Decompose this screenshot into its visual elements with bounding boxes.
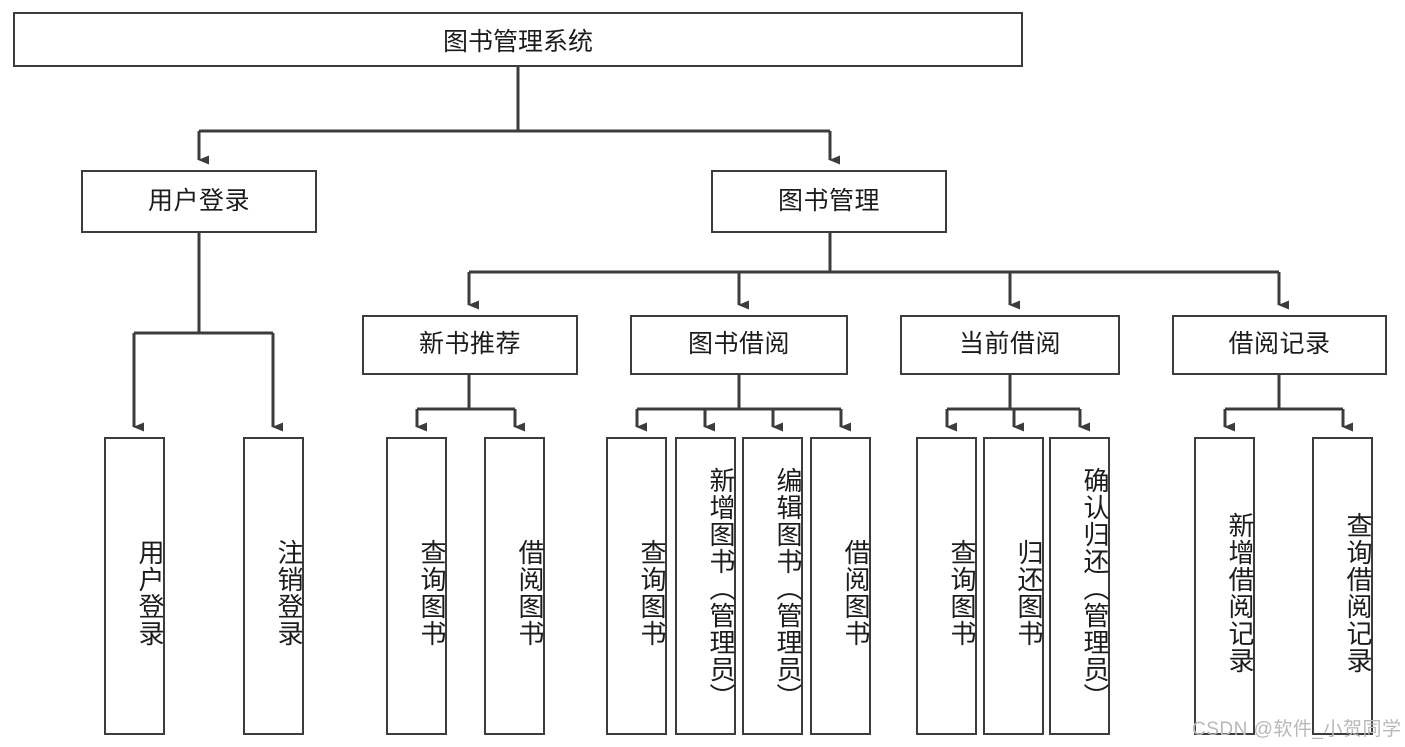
leaf-return-book[interactable]: 归还图书: [983, 437, 1044, 735]
leaf-borrow-book-borrow[interactable]: 借阅图书: [810, 437, 871, 735]
node-book-management[interactable]: 图书管理: [711, 170, 947, 233]
leaf-query-borrow-record[interactable]: 查询借阅记录: [1312, 437, 1373, 735]
node-current-borrowing[interactable]: 当前借阅: [900, 315, 1120, 375]
leaf-query-book-newbook[interactable]: 查询图书: [386, 437, 447, 735]
leaf-user-login[interactable]: 用户登录: [104, 437, 165, 735]
leaf-confirm-return-admin[interactable]: 确认归还（管理员）: [1049, 437, 1110, 735]
node-user-login[interactable]: 用户登录: [81, 170, 317, 233]
leaf-borrow-book-newbook[interactable]: 借阅图书: [484, 437, 545, 735]
leaf-edit-book-admin[interactable]: 编辑图书（管理员）: [742, 437, 803, 735]
leaf-add-book-admin[interactable]: 新增图书（管理员）: [675, 437, 736, 735]
leaf-query-book-borrow[interactable]: 查询图书: [606, 437, 667, 735]
leaf-query-book-current[interactable]: 查询图书: [916, 437, 977, 735]
node-new-book-recommendation[interactable]: 新书推荐: [362, 315, 578, 375]
node-borrowing-record[interactable]: 借阅记录: [1172, 315, 1387, 375]
node-root-book-management-system[interactable]: 图书管理系统: [13, 12, 1023, 67]
leaf-add-borrow-record[interactable]: 新增借阅记录: [1194, 437, 1255, 735]
csdn-watermark: CSDN @软件_小贺同学: [1192, 719, 1402, 740]
leaf-logout[interactable]: 注销登录: [243, 437, 304, 735]
node-book-borrowing[interactable]: 图书借阅: [630, 315, 848, 375]
